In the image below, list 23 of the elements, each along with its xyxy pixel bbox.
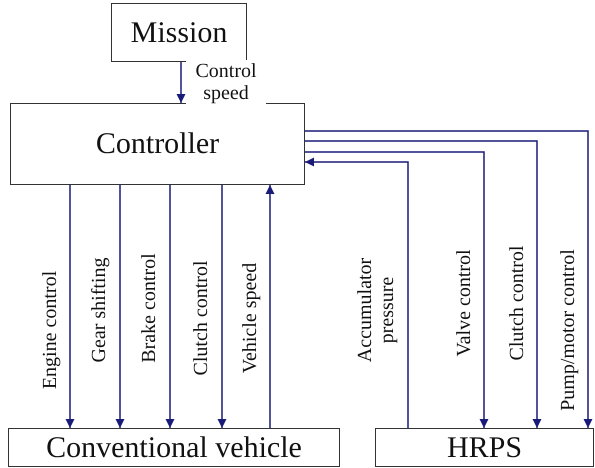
arrow — [116, 185, 124, 428]
process-box — [10, 103, 305, 185]
edge-label: Control speed — [186, 60, 266, 104]
edge-label: Gear shifting — [88, 258, 110, 362]
edge-label: Engine control — [39, 270, 61, 390]
node-label: HRPS — [446, 430, 522, 464]
edge-label: Pump/motor control — [557, 249, 579, 411]
arrow — [305, 151, 488, 428]
arrow — [176, 62, 186, 103]
node-label: Conventional vehicle — [46, 430, 302, 464]
edge-label: Vehicle speed — [239, 262, 261, 374]
arrow — [266, 185, 274, 428]
process-box — [375, 428, 594, 467]
process-box — [8, 428, 340, 467]
arrow — [305, 158, 409, 428]
arrow — [305, 140, 542, 428]
arrow — [305, 130, 592, 428]
node-label: Controller — [96, 127, 220, 161]
arrow — [66, 185, 74, 428]
node-label: Mission — [130, 16, 228, 50]
process-box — [111, 3, 247, 62]
arrow — [218, 185, 226, 428]
arrow — [166, 185, 174, 428]
